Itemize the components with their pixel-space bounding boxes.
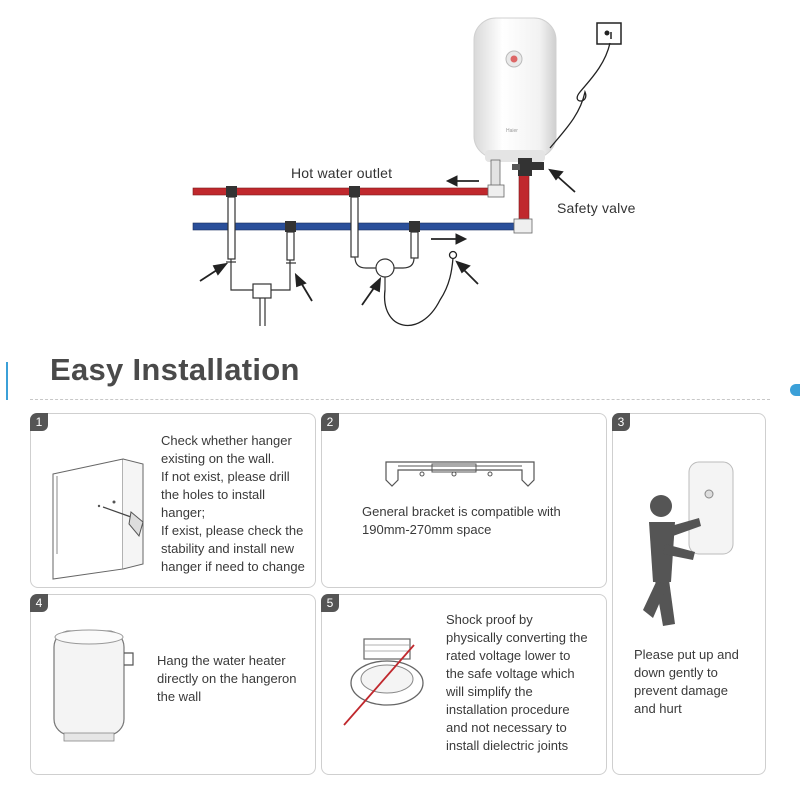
step-text: Check whether hanger existing on the wal… [161,433,305,574]
pointer-arrow-hose [455,260,479,285]
accent-bar [6,362,8,400]
safety-valve [512,158,544,176]
step-text: Shock proof by physically converting the… [446,612,588,753]
step-text: Hang the water heater directly on the ha… [157,653,297,704]
installation-diagram: Haier [192,17,622,327]
wall-hanger-illustration [52,458,144,580]
step-number-badge: 1 [30,413,48,431]
pointer-arrow-safety-valve [548,168,576,193]
step-card-5: 5 Shock proof by physically converting t… [321,594,607,775]
cold-water-pipe [192,171,533,234]
pointer-arrow-left-1 [199,262,229,282]
bracket-illustration [385,461,535,487]
shower-hose [384,257,454,327]
step-card-4: 4 Hang the water heater directly on the … [30,594,316,775]
flow-arrow-hot [445,175,479,187]
pointer-arrow-left-2 [294,272,313,302]
accent-tab [790,384,800,396]
lifting-person-illustration [643,461,734,626]
safety-valve-label: Safety valve [557,200,636,216]
power-cord [549,42,611,149]
faucet-mixer-left [226,196,296,326]
step-card-1: 1 Check whether hanger existing on the w… [30,413,316,588]
hot-water-pipe [192,159,505,198]
step-text: General bracket is compatible with 190mm… [362,504,561,537]
flow-arrow-cold [431,233,468,245]
step-number-badge: 3 [612,413,630,431]
brand-mark: Haier [506,128,518,134]
hot-water-outlet-label: Hot water outlet [291,165,393,181]
shower-mixer-right [350,196,419,290]
water-heater-tank [473,17,557,162]
tank-on-wall-illustration [53,629,134,742]
pointer-arrow-mixer [361,276,382,306]
step-card-2: 2 General bracket is compatible with 190… [321,413,607,588]
wall-socket-icon [596,22,622,45]
section-divider [30,399,770,400]
step-number-badge: 2 [321,413,339,431]
step-card-3: 3 Please put up and down gently to preve… [612,413,766,775]
shower-head-icon [448,250,458,260]
step-number-badge: 4 [30,594,48,612]
step-number-badge: 5 [321,594,339,612]
step-text: Please put up and down gently to prevent… [634,647,739,716]
dielectric-joint-crossed-illustration [343,638,424,726]
section-title: Easy Installation [50,352,300,387]
